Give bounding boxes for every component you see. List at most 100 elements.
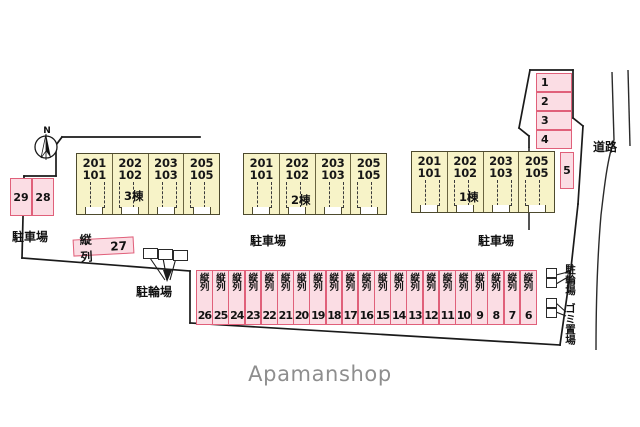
tandem-stall-number: 25	[213, 309, 228, 322]
stall-number: 5	[563, 164, 571, 177]
tandem-stall-type: 縦列	[475, 273, 485, 294]
unit-upper-number: 205	[524, 154, 549, 168]
unit-lower-number: 102	[285, 167, 309, 182]
garbage-bin-slot	[546, 308, 557, 318]
entrance-icon	[491, 205, 510, 214]
tandem-stall-type: 縦列	[345, 273, 356, 294]
entrance-icon	[156, 207, 175, 216]
tandem-stall-type: 縦列	[361, 273, 372, 294]
unit-cell[interactable]: 203 103	[149, 154, 185, 216]
label-parking-center: 駐車場	[250, 234, 287, 248]
tandem-stall-number: 7	[508, 309, 517, 322]
unit-upper-number: 203	[489, 154, 513, 168]
tandem-stall-number: 15	[375, 309, 390, 322]
tandem-stall-number: 9	[476, 309, 484, 322]
parking-stall-29[interactable]: 29	[10, 178, 32, 216]
entrance-icon	[85, 207, 104, 216]
parking-stall-5[interactable]: 5	[560, 152, 574, 189]
tandem-stall-type: 縦列	[313, 273, 323, 294]
unit-cell[interactable]: 202 102	[448, 152, 484, 214]
tandem-stall-type: 縦列	[264, 273, 275, 294]
unit-cell[interactable]: 205 105	[351, 154, 386, 216]
tandem-stall-type: 縦列	[248, 273, 258, 294]
tandem-stall-type: 縦列	[491, 273, 501, 294]
stair-icon	[328, 182, 344, 208]
unit-cell[interactable]: 203 103	[484, 152, 520, 214]
tandem-parking-stall-16[interactable]: 縦列 16	[357, 270, 375, 325]
label-parking-right: 駐車場	[478, 234, 515, 248]
unit-upper-number: 202	[453, 154, 477, 168]
entrance-icon	[288, 207, 307, 216]
unit-upper-number: 205	[356, 156, 381, 170]
label-road: 道路	[593, 140, 618, 154]
stall-number: 28	[35, 190, 51, 204]
bicycle-rack-slot	[546, 278, 557, 288]
unit-cell[interactable]: 205 105	[519, 152, 554, 214]
tandem-parking-stall-15[interactable]: 縦列 15	[374, 270, 391, 325]
parking-stall-28[interactable]: 28	[32, 178, 54, 216]
stall-number: 2	[541, 95, 549, 108]
tandem-stall-type: 縦列	[329, 273, 339, 294]
tandem-parking-stall-25[interactable]: 縦列 25	[212, 270, 229, 325]
tandem-parking-stall-19[interactable]: 縦列 19	[309, 270, 327, 325]
parking-stall-2[interactable]: 2	[536, 92, 572, 111]
tandem-stall-type: 縦列	[199, 273, 210, 294]
stair-icon	[257, 182, 272, 208]
bicycle-rack-slot	[173, 250, 188, 261]
tandem-stall-type: 縦列	[377, 273, 388, 294]
watermark: Apamanshop	[248, 362, 392, 386]
entrance-icon	[456, 205, 475, 214]
unit-lower-number: 105	[356, 167, 381, 182]
unit-cell[interactable]: 205 105	[184, 154, 219, 216]
tandem-parking-stall-9[interactable]: 縦列 9	[471, 270, 489, 325]
label-bicycle-parking-right: 駐輪場	[564, 264, 576, 296]
tandem-stall-type: 縦列	[394, 273, 404, 294]
tandem-parking-tag-27[interactable]: 縦列 27	[72, 232, 135, 264]
tandem-stall-type: 縦列	[280, 273, 291, 294]
unit-cell[interactable]: 203 103	[316, 154, 352, 216]
unit-cell[interactable]: 201 101	[244, 154, 280, 216]
unit-upper-number: 203	[321, 156, 345, 170]
building-2: 201 101 202 102 203 103 205 10	[243, 153, 387, 216]
building-3: 201 101 202 102 203 103 205 10	[76, 153, 220, 216]
unit-cell[interactable]: 201 101	[77, 154, 113, 216]
tandem-stall-type: 縦列	[523, 273, 534, 294]
parking-stall-3[interactable]: 3	[536, 111, 572, 130]
label-parking-left: 駐車場	[12, 230, 49, 244]
tandem-stall-number: 16	[359, 309, 374, 322]
unit-lower-number: 102	[453, 165, 477, 180]
entrance-icon	[359, 207, 378, 216]
entrance-icon	[252, 207, 271, 216]
unit-cell[interactable]: 202 102	[280, 154, 316, 216]
building-label-1: 1棟	[459, 190, 479, 204]
parking-stall-1[interactable]: 1	[536, 73, 572, 92]
unit-cell[interactable]: 201 101	[412, 152, 448, 214]
tandem-stall-number: 20	[294, 309, 309, 322]
unit-lower-number: 101	[249, 167, 274, 182]
tandem-stall-type: 縦列	[216, 273, 226, 294]
entrance-icon	[420, 205, 439, 214]
tandem-tag-type: 縦列	[79, 232, 93, 264]
tandem-stall-number: 19	[311, 309, 325, 322]
unit-cell[interactable]: 202 102	[113, 154, 149, 216]
unit-upper-number: 202	[285, 156, 309, 170]
parking-stall-4[interactable]: 4	[536, 130, 572, 149]
